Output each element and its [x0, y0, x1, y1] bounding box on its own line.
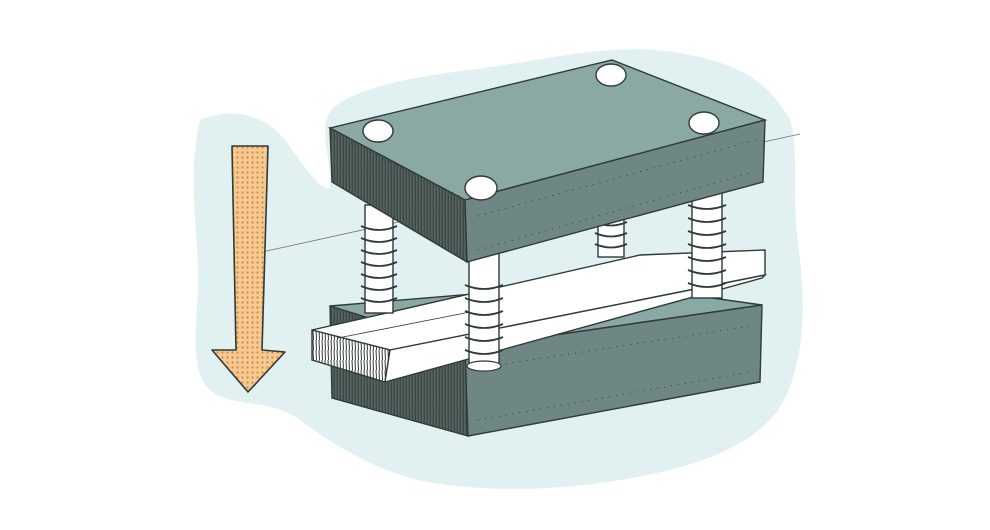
- spring-front-left: [464, 241, 504, 372]
- bolt-hole-icon: [362, 63, 720, 201]
- top-plate-front-face: [464, 119, 766, 263]
- spring-back-left: [360, 204, 398, 314]
- down-arrow-icon: [211, 145, 286, 393]
- top-plate: [328, 59, 768, 264]
